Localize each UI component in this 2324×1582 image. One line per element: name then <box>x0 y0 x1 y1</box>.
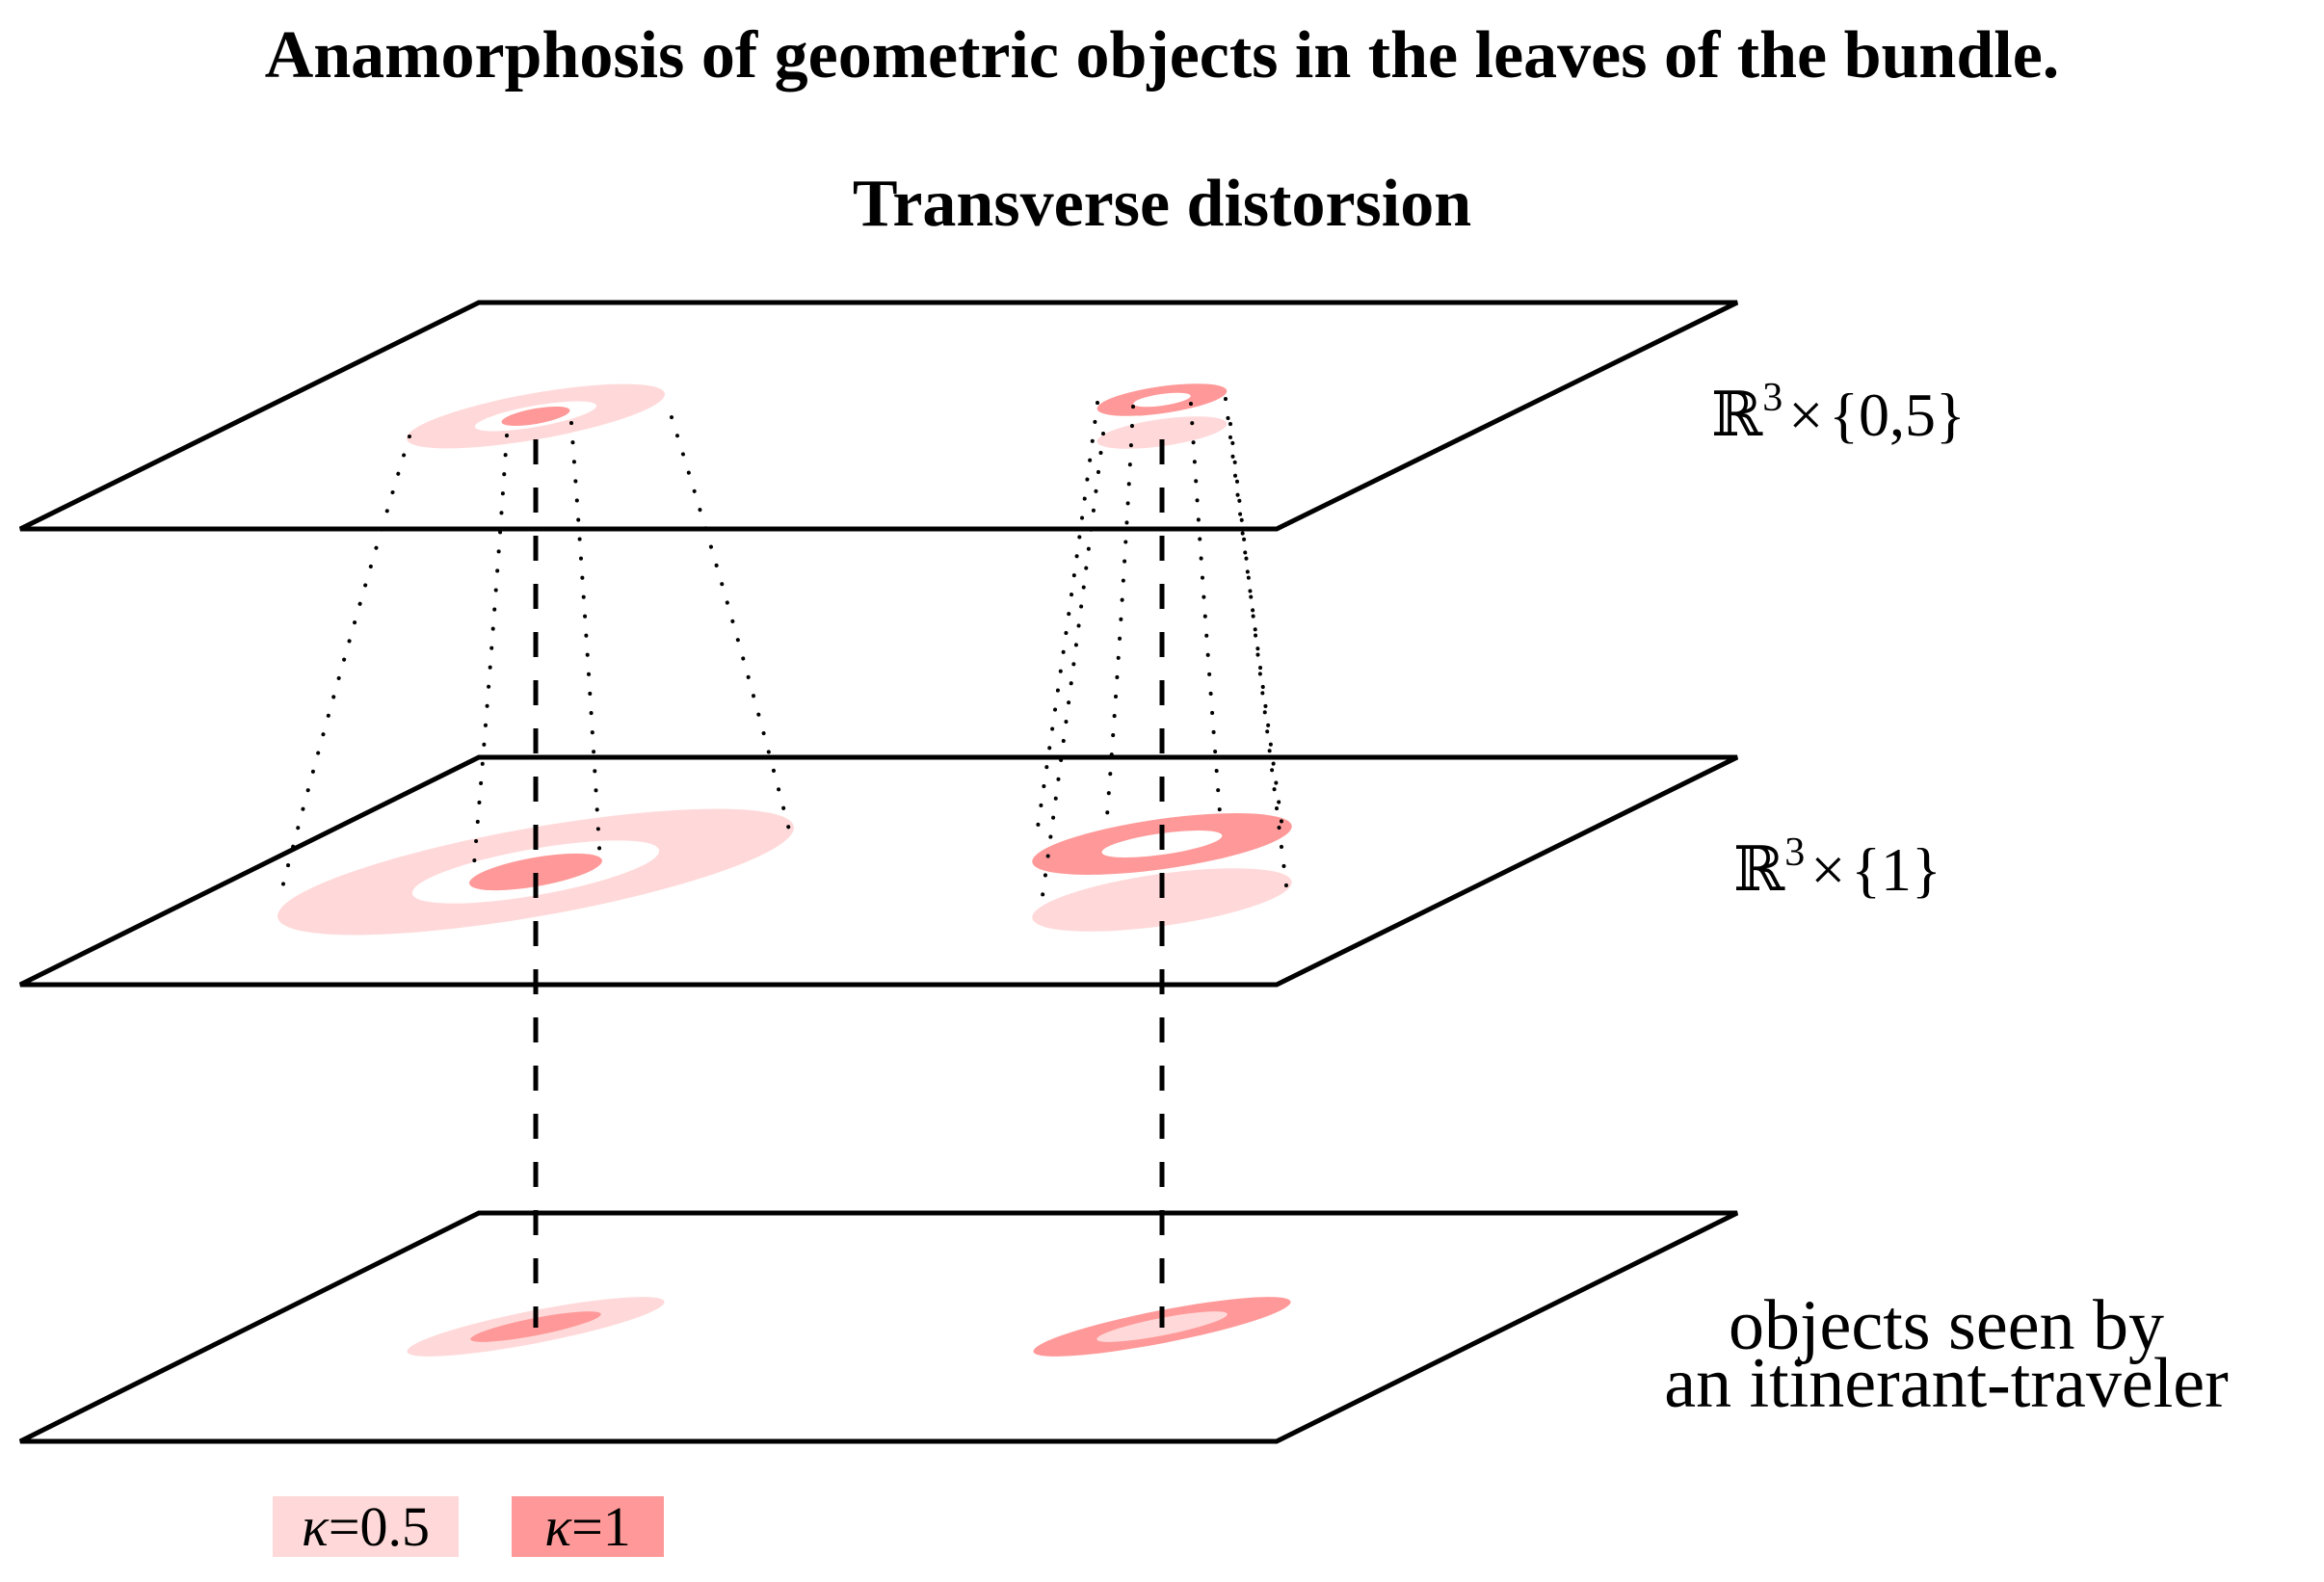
top-right-object <box>1096 383 1228 449</box>
figure-subtitle: Transverse distorsion <box>852 167 1472 241</box>
exponent: 3 <box>1784 831 1806 875</box>
kappa-0-5-disk <box>1096 416 1228 449</box>
leaf-middle-label: ℝ3×{1} <box>1733 832 1941 904</box>
kappa-1-disk <box>469 853 602 891</box>
dotted-line <box>1104 405 1135 831</box>
middle-left-object <box>277 808 794 936</box>
leaf-bottom-plane <box>18 1210 1739 1444</box>
right-projection-lines <box>1034 397 1289 898</box>
exponent: 3 <box>1762 376 1783 420</box>
traveler-line-1: objects seen by <box>1728 1286 2165 1365</box>
dotted-line <box>1228 422 1289 895</box>
figure-title: Anamorphosis of geometric objects in the… <box>264 18 2060 92</box>
kappa-symbol: κ <box>544 1495 572 1558</box>
blackboard-r: ℝ <box>1733 835 1785 904</box>
dashed-axes <box>533 439 1165 1328</box>
set-value: {0,5} <box>1829 381 1966 449</box>
left-projection-lines <box>277 415 794 901</box>
kappa-symbol: κ <box>301 1495 329 1558</box>
equals-sign: = <box>571 1495 603 1558</box>
leaf-middle-plane <box>18 754 1739 988</box>
leaf-middle <box>18 754 1739 988</box>
top-left-object <box>407 383 665 449</box>
legend-value: 0.5 <box>359 1495 431 1558</box>
leaf-top-label: ℝ3×{0,5} <box>1711 378 1966 449</box>
kappa-1-disk <box>501 406 570 427</box>
kappa-0-5-disk <box>1032 868 1292 932</box>
leaf-bottom <box>18 1210 1739 1444</box>
leaf-top-plane <box>18 300 1739 532</box>
set-value: {1} <box>1851 835 1941 904</box>
dotted-line <box>1189 402 1223 827</box>
leaf-bottom-label: objects seen by an itinerant-traveler <box>1542 1286 2324 1423</box>
legend-value: 1 <box>602 1495 631 1558</box>
dotted-line <box>1224 397 1285 837</box>
legend-kappa-1: κ=1 <box>512 1496 664 1557</box>
dotted-line <box>1034 401 1099 842</box>
leaf-top <box>18 300 1739 532</box>
times-symbol: × <box>1788 381 1824 449</box>
blackboard-r: ℝ <box>1711 381 1763 449</box>
ring-hole <box>1133 392 1191 408</box>
equals-sign: = <box>328 1495 360 1558</box>
times-symbol: × <box>1810 835 1846 904</box>
traveler-line-2: an itinerant-traveler <box>1664 1344 2229 1423</box>
dotted-line <box>670 415 794 843</box>
dotted-line <box>1041 432 1105 898</box>
legend-kappa-0-5: κ=0.5 <box>273 1496 459 1557</box>
